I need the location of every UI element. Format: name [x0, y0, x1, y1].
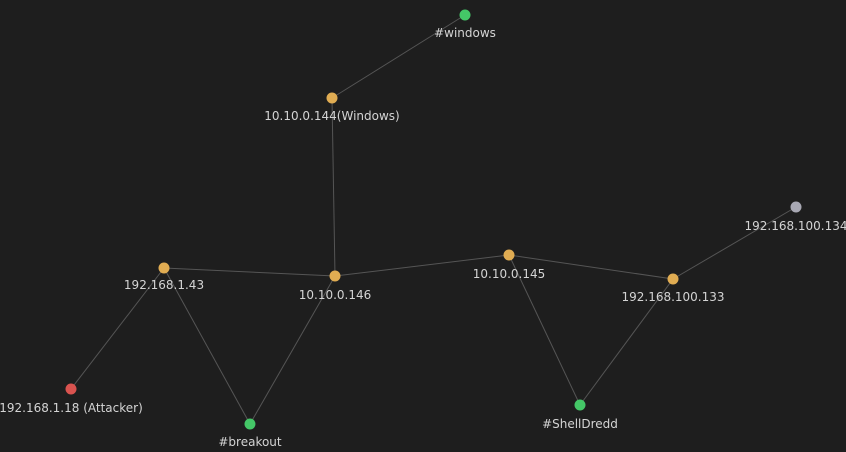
- edge-h_10_10_0_146-h_10_10_0_145: [334, 254, 510, 277]
- tag-node-dot[interactable]: [574, 399, 586, 411]
- nodes-layer: #windows 10.10.0.144(Windows) 192.168.1.43…: [0, 9, 846, 450]
- graph-node-h_10_10_0_145[interactable]: 10.10.0.145: [473, 249, 546, 282]
- graph-node-h_192_168_100_133[interactable]: 192.168.100.133: [621, 273, 725, 305]
- tag-node-dot[interactable]: [244, 418, 256, 430]
- host-node-dot[interactable]: [503, 249, 515, 261]
- graph-node-windows_tag[interactable]: #windows: [434, 9, 496, 41]
- graph-node-h_10_10_0_146[interactable]: 10.10.0.146: [299, 270, 372, 303]
- graph-node-h_192_168_1_43[interactable]: 192.168.1.43: [124, 262, 204, 293]
- node-label: 10.10.0.144(Windows): [264, 109, 399, 123]
- edge-win_host-h_10_10_0_146: [331, 97, 336, 277]
- edge-h_192_168_100_133-h_192_168_100_134: [672, 206, 797, 280]
- tag-node-dot[interactable]: [459, 9, 471, 21]
- unknown-node-dot[interactable]: [790, 201, 802, 213]
- edge-h_192_168_1_43-breakout_tag: [163, 267, 251, 425]
- edge-h_10_10_0_146-breakout_tag: [249, 275, 336, 425]
- node-label: #breakout: [218, 435, 282, 449]
- host-node-dot[interactable]: [158, 262, 170, 274]
- edge-h_192_168_100_133-shelldredd_tag: [579, 278, 674, 406]
- graph-node-shelldredd_tag[interactable]: #ShellDredd: [542, 399, 618, 432]
- host-node-dot[interactable]: [329, 270, 341, 282]
- edge-windows_tag-win_host: [331, 14, 466, 99]
- node-label: #windows: [434, 26, 496, 40]
- host-node-dot[interactable]: [326, 92, 338, 104]
- edge-h_192_168_1_43-attacker: [70, 267, 165, 390]
- graph-node-win_host[interactable]: 10.10.0.144(Windows): [264, 92, 400, 124]
- edge-h_192_168_1_43-h_10_10_0_146: [163, 267, 336, 277]
- attacker-node-dot[interactable]: [65, 383, 77, 395]
- graph-node-breakout_tag[interactable]: #breakout: [218, 418, 282, 450]
- node-label: 10.10.0.146: [299, 288, 372, 302]
- node-label: 10.10.0.145: [473, 267, 546, 281]
- graph-node-h_192_168_100_134[interactable]: 192.168.100.134: [744, 201, 846, 234]
- graph-node-attacker[interactable]: 192.168.1.18 (Attacker): [0, 383, 143, 416]
- edge-h_10_10_0_145-shelldredd_tag: [508, 254, 581, 406]
- node-label: 192.168.1.18 (Attacker): [0, 401, 143, 415]
- host-node-dot[interactable]: [667, 273, 679, 285]
- node-label: 192.168.100.133: [621, 290, 724, 304]
- node-label: 192.168.1.43: [124, 278, 204, 292]
- edge-h_10_10_0_145-h_192_168_100_133: [508, 254, 674, 280]
- edges-layer: [70, 14, 797, 425]
- node-label: #ShellDredd: [542, 417, 618, 431]
- node-label: 192.168.100.134: [744, 219, 846, 233]
